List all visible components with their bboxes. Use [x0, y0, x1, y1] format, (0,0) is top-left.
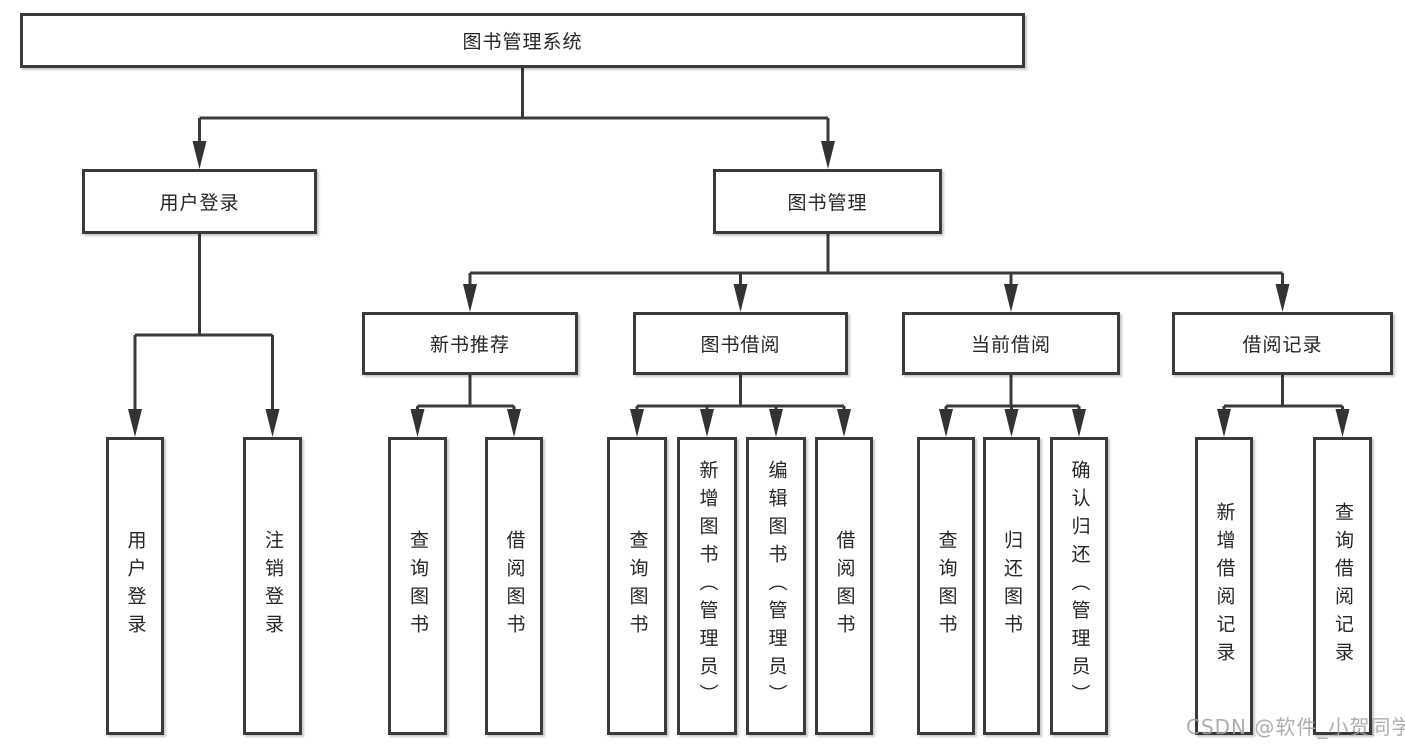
node-book-borrowing: 图书借阅 [633, 312, 848, 375]
leaf-logout: 注销登录 [243, 437, 302, 735]
node-current-borrowing-label: 当前借阅 [970, 334, 1051, 356]
leaf-user-login-label: 用户登录 [124, 530, 147, 642]
leaf-cb-confirm-return-admin-label: 确认归还（管理员） [1068, 460, 1091, 712]
node-user-login-label: 用户登录 [159, 192, 240, 214]
node-new-book-recommend: 新书推荐 [362, 312, 578, 375]
leaf-nb-borrow-books-label: 借阅图书 [503, 530, 526, 642]
leaf-nb-query-books-label: 查询图书 [407, 530, 429, 642]
node-user-login: 用户登录 [82, 169, 317, 234]
node-book-management-label: 图书管理 [787, 192, 868, 214]
csdn-watermark: CSDN @软件_小贺同学 [1186, 715, 1405, 739]
leaf-bb-edit-books-admin-label: 编辑图书（管理员） [765, 460, 788, 712]
leaf-bb-borrow-books: 借阅图书 [815, 437, 873, 735]
leaf-user-login: 用户登录 [106, 437, 164, 735]
leaf-cb-query-books-label: 查询图书 [935, 530, 958, 642]
leaf-cb-return-books: 归还图书 [983, 437, 1040, 735]
node-borrowing-records: 借阅记录 [1172, 312, 1393, 375]
leaf-nb-borrow-books: 借阅图书 [485, 437, 543, 735]
node-book-borrowing-label: 图书借阅 [700, 334, 781, 356]
leaf-nb-query-books: 查询图书 [388, 437, 447, 735]
leaf-logout-label: 注销登录 [262, 530, 284, 642]
leaf-cb-query-books: 查询图书 [917, 437, 975, 735]
leaf-br-query-record: 查询借阅记录 [1313, 437, 1372, 735]
leaf-bb-edit-books-admin: 编辑图书（管理员） [746, 437, 806, 735]
leaf-br-add-record: 新增借阅记录 [1195, 437, 1253, 735]
node-borrowing-records-label: 借阅记录 [1242, 334, 1323, 356]
node-library-system: 图书管理系统 [20, 13, 1025, 68]
node-library-system-label: 图书管理系统 [462, 31, 583, 53]
leaf-bb-borrow-books-label: 借阅图书 [833, 530, 856, 642]
leaf-br-add-record-label: 新增借阅记录 [1213, 502, 1236, 670]
leaf-br-query-record-label: 查询借阅记录 [1332, 502, 1354, 670]
leaf-bb-query-books-label: 查询图书 [626, 530, 649, 642]
leaf-bb-add-books-admin-label: 新增图书（管理员） [696, 460, 719, 712]
node-new-book-recommend-label: 新书推荐 [429, 334, 510, 356]
leaf-cb-return-books-label: 归还图书 [1001, 530, 1023, 642]
node-book-management: 图书管理 [713, 169, 942, 234]
leaf-bb-add-books-admin: 新增图书（管理员） [677, 437, 737, 735]
leaf-cb-confirm-return-admin: 确认归还（管理员） [1050, 437, 1108, 735]
node-current-borrowing: 当前借阅 [902, 312, 1120, 375]
leaf-bb-query-books: 查询图书 [607, 437, 667, 735]
